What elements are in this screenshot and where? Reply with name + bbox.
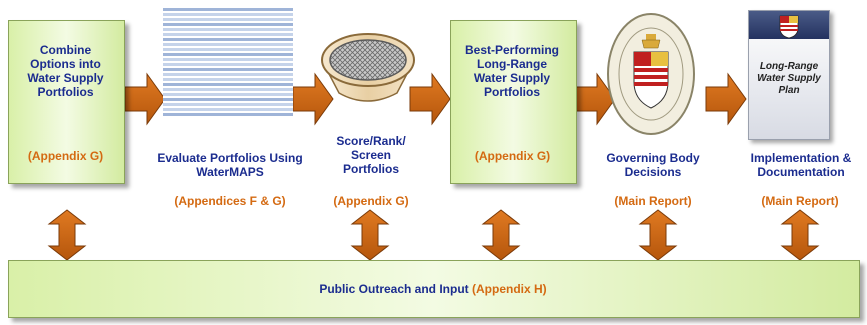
spreadsheet-row <box>163 23 293 26</box>
spreadsheet-row <box>163 88 293 91</box>
spreadsheet-row <box>163 28 293 31</box>
step-score-ref: (Appendix G) <box>333 194 409 208</box>
step-implementation-title: Implementation & Documentation <box>750 151 852 179</box>
spreadsheet-row <box>163 68 293 71</box>
arrow-updown-1 <box>47 209 87 261</box>
step-implementation-ref: (Main Report) <box>761 194 839 208</box>
spreadsheet-row <box>163 58 293 61</box>
arrow-right-2 <box>292 72 334 126</box>
spreadsheet-row <box>163 113 293 116</box>
spreadsheet-row <box>163 53 293 56</box>
arrow-right-3 <box>409 72 451 126</box>
spreadsheet-row <box>163 48 293 51</box>
arrow-right-4 <box>574 72 616 126</box>
arrow-updown-3 <box>481 209 521 261</box>
public-outreach-label: Public Outreach and Input (Appendix H) <box>8 282 858 296</box>
step-combine-title: Combine Options into Water Supply Portfo… <box>27 43 104 99</box>
spreadsheet-row <box>163 93 293 96</box>
city-seal-image <box>607 13 695 135</box>
arrow-right-1 <box>124 72 166 126</box>
step-governing-ref: (Main Report) <box>614 194 692 208</box>
arrow-updown-5 <box>780 209 820 261</box>
public-outreach-ref: (Appendix H) <box>472 282 547 296</box>
step-evaluate-ref: (Appendices F & G) <box>174 194 286 208</box>
arrow-updown-4 <box>638 209 678 261</box>
arrow-right-5 <box>705 72 747 126</box>
spreadsheet-row <box>163 83 293 86</box>
step-best-ref: (Appendix G) <box>474 149 551 163</box>
spreadsheet-row <box>163 18 293 21</box>
spreadsheet-row <box>163 63 293 66</box>
step-best-title: Best-Performing Long-Range Water Supply … <box>464 43 559 99</box>
public-outreach-text: Public Outreach and Input <box>319 282 469 296</box>
spreadsheet-row <box>163 98 293 101</box>
shield-icon <box>779 15 799 39</box>
spreadsheet-row <box>163 103 293 106</box>
spreadsheet-row <box>163 33 293 36</box>
plan-document-image: Long-Range Water Supply Plan <box>748 10 830 140</box>
plan-document-title: Long-Range Water Supply Plan <box>757 61 821 96</box>
spreadsheet-row <box>163 78 293 81</box>
public-outreach-bar <box>8 260 860 318</box>
spreadsheet-row <box>163 38 293 41</box>
arrow-updown-2 <box>350 209 390 261</box>
spreadsheet-row <box>163 43 293 46</box>
spreadsheet-row <box>163 108 293 111</box>
spreadsheet-row <box>163 13 293 16</box>
sieve-icon <box>321 33 415 102</box>
spreadsheet-image <box>163 8 293 118</box>
step-best-box <box>450 20 577 184</box>
step-score-title: Score/Rank/ Screen Portfolios <box>336 134 406 176</box>
spreadsheet-row <box>163 8 293 11</box>
step-combine-ref: (Appendix G) <box>27 149 104 163</box>
spreadsheet-row <box>163 73 293 76</box>
step-evaluate-title: Evaluate Portfolios Using WaterMAPS <box>157 151 303 179</box>
step-governing-title: Governing Body Decisions <box>606 151 700 179</box>
step-combine-box <box>8 20 125 184</box>
